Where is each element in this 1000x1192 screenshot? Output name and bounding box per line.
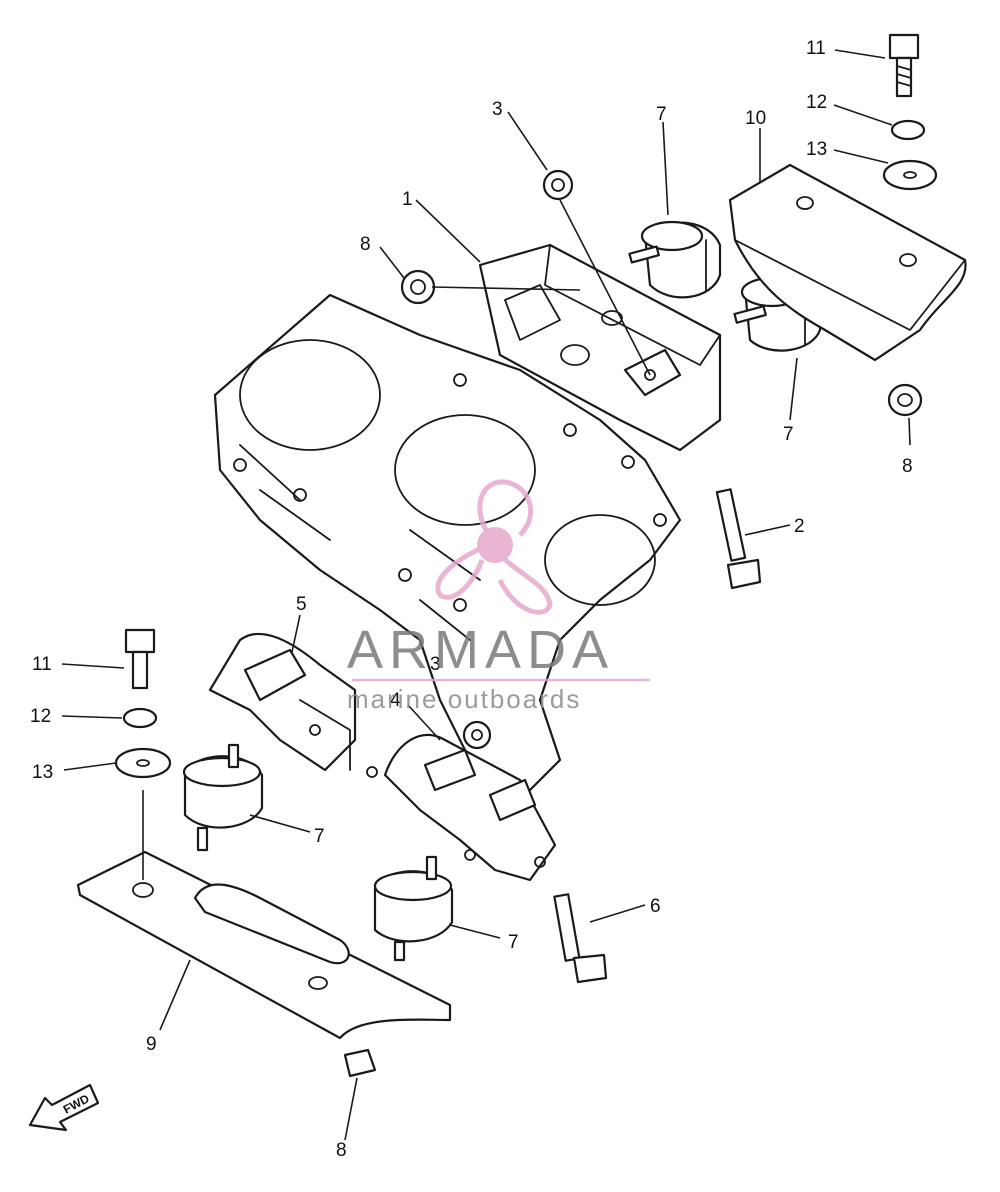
callout-2: 2 (794, 516, 805, 537)
washer-13-lower (114, 747, 172, 779)
callout-6: 6 (650, 896, 661, 917)
nut-8-left (400, 269, 436, 305)
callout-12-lower: 12 (30, 706, 51, 727)
callout-3-lower: 3 (430, 654, 441, 675)
bolt-11-top (888, 33, 920, 98)
callout-8-left: 8 (360, 234, 371, 255)
watermark-tagline: marine outboards (347, 684, 581, 714)
bolt-6 (553, 893, 608, 984)
nut-3-top (542, 169, 574, 201)
callout-4: 4 (390, 690, 401, 711)
propeller-logo-icon (435, 479, 553, 615)
nut-3-lower (462, 720, 492, 750)
nut-8-lower (343, 1048, 377, 1078)
callout-13-lower: 13 (32, 762, 53, 783)
callout-labels: 1 2 3 3 4 5 6 7 7 7 7 8 8 8 9 10 11 11 1… (30, 38, 913, 1161)
callout-11-lower: 11 (32, 654, 52, 675)
callout-8-right: 8 (902, 456, 913, 477)
rubber-mount-upper-left (628, 220, 722, 299)
rubber-mount-lower-right (373, 855, 454, 962)
callout-7-top: 7 (656, 104, 667, 125)
nut-12-top (890, 119, 926, 141)
rear-plate (76, 850, 452, 1040)
callout-3-top: 3 (492, 99, 503, 120)
callout-12-top: 12 (806, 92, 827, 113)
callout-7-right: 7 (783, 424, 794, 445)
washer-13-top (882, 159, 938, 191)
rear-bracket-5 (208, 632, 378, 778)
armada-watermark: ARMADA marine outboards (347, 479, 650, 714)
top-bracket (728, 163, 967, 362)
callout-9: 9 (146, 1034, 157, 1055)
callout-8-lower: 8 (336, 1140, 347, 1161)
rubber-mount-lower-left (182, 743, 264, 852)
callout-11-top: 11 (806, 38, 826, 59)
callout-7-lower-right: 7 (508, 932, 519, 953)
callout-10: 10 (745, 108, 766, 129)
watermark-brand: ARMADA (347, 620, 614, 680)
callout-13-top: 13 (806, 139, 827, 160)
nut-12-lower (122, 707, 158, 729)
cylinder-block (213, 293, 682, 802)
front-mount-bracket (478, 243, 722, 452)
callout-5: 5 (296, 594, 307, 615)
callout-7-lower-left: 7 (314, 826, 325, 847)
bolt-11-lower (124, 628, 156, 690)
leader-lines (61, 49, 911, 1141)
fwd-arrow: FWD (28, 1083, 100, 1132)
rear-bracket-4 (383, 733, 557, 882)
nut-8-right (887, 383, 923, 417)
callout-1: 1 (402, 189, 413, 210)
bolt-2 (715, 488, 762, 590)
